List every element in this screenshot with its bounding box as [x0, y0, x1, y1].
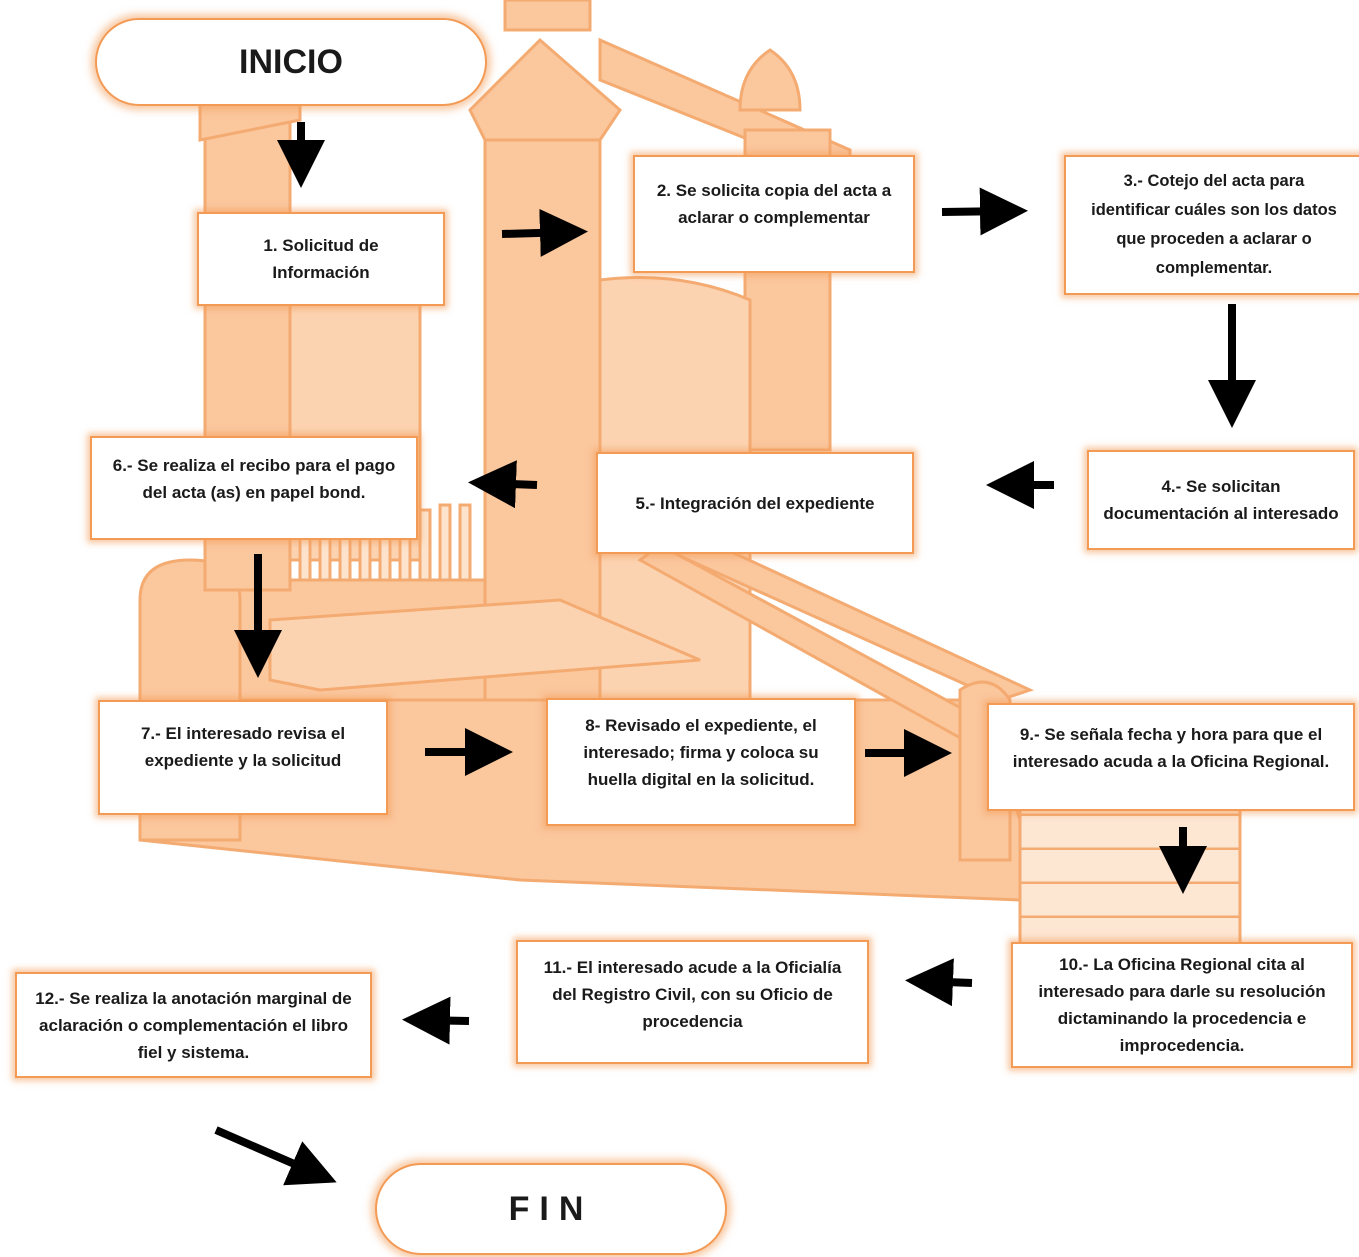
step-4-text: 4.- Se solicitan documentación al intere… — [1103, 477, 1339, 523]
step-1-box: 1. Solicitud de Información — [197, 212, 445, 306]
step-7-text: 7.- El interesado revisa el expediente y… — [140, 724, 346, 770]
step-6-box: 6.- Se realiza el recibo para el pago de… — [90, 436, 418, 540]
step-7-box: 7.- El interesado revisa el expediente y… — [98, 700, 388, 815]
step-4-box: 4.- Se solicitan documentación al intere… — [1087, 450, 1355, 550]
step-6-text: 6.- Se realiza el recibo para el pago de… — [112, 456, 396, 502]
step-5-box: 5.- Integración del expediente — [596, 452, 914, 554]
step-11-text: 11.- El interesado acude a la Oficialía … — [543, 958, 842, 1031]
step-11-box: 11.- El interesado acude a la Oficialía … — [516, 940, 869, 1064]
step-8-text: 8- Revisado el expediente, el interesado… — [583, 716, 819, 789]
step-12-box: 12.- Se realiza la anotación marginal de… — [15, 972, 372, 1078]
step-8-box: 8- Revisado el expediente, el interesado… — [546, 698, 856, 826]
step-9-text: 9.- Se señala fecha y hora para que el i… — [1012, 725, 1330, 771]
step-3-text: 3.- Cotejo del acta para identificar cuá… — [1091, 172, 1337, 277]
step-10-text: 10.- La Oficina Regional cita al interes… — [1038, 955, 1326, 1055]
start-label: INICIO — [239, 42, 343, 81]
step-5-text: 5.- Integración del expediente — [635, 493, 875, 513]
step-2-text: 2. Se solicita copia del acta a aclarar … — [656, 181, 892, 227]
step-12-text: 12.- Se realiza la anotación marginal de… — [35, 988, 352, 1062]
end-label: FIN — [508, 1189, 594, 1228]
step-2-box: 2. Se solicita copia del acta a aclarar … — [633, 155, 915, 273]
step-9-box: 9.- Se señala fecha y hora para que el i… — [987, 703, 1355, 811]
step-3-box: 3.- Cotejo del acta para identificar cuá… — [1064, 155, 1359, 295]
end-terminal: FIN — [375, 1163, 727, 1255]
step-10-box: 10.- La Oficina Regional cita al interes… — [1011, 942, 1353, 1068]
start-terminal: INICIO — [95, 18, 487, 106]
step-1-text: 1. Solicitud de Información — [263, 236, 379, 282]
